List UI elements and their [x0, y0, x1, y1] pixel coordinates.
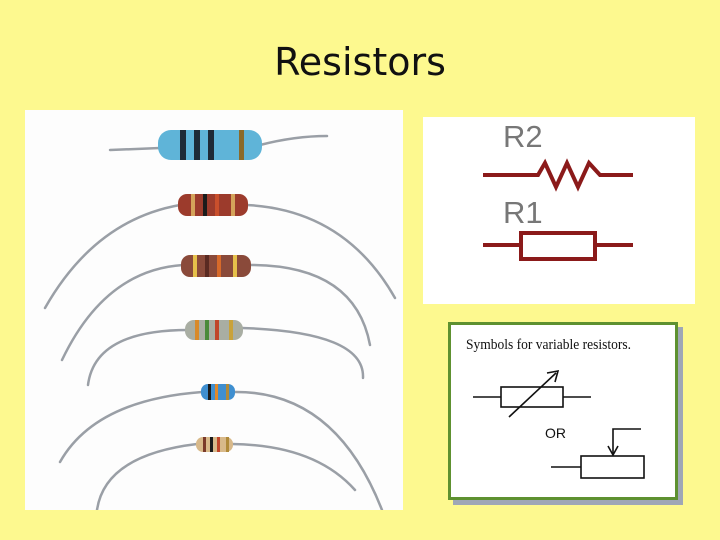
- lead-wire: [231, 390, 384, 510]
- lead-wire: [58, 390, 204, 464]
- potentiometer-box: [580, 455, 645, 479]
- bands-brown-2: [193, 255, 237, 277]
- variable-resistor-box: [500, 386, 564, 408]
- lead-wire: [95, 442, 199, 510]
- variable-resistors-heading: Symbols for variable resistors.: [466, 337, 631, 353]
- lead-wire: [258, 134, 329, 147]
- bands-blue-small: [208, 384, 229, 400]
- r2-label: R2: [503, 119, 543, 154]
- resistor-symbols-drawing: [483, 158, 633, 261]
- lead-wire: [248, 263, 372, 347]
- bands-tan: [203, 437, 229, 452]
- r1-label: R1: [503, 195, 543, 230]
- variable-resistors-panel: Symbols for variable resistors. OR: [448, 322, 678, 500]
- slide-title: Resistors: [274, 40, 446, 84]
- resistors-photo-drawing: [43, 130, 397, 510]
- resistor-body-brown-2: [181, 255, 251, 277]
- resistors-photo: [25, 110, 403, 510]
- bands-brown-1: [191, 194, 235, 216]
- variable-resistors-drawing: [473, 369, 645, 479]
- variable-resistor-arrow: [508, 372, 557, 418]
- resistor-symbols-panel: R2 R1: [423, 117, 695, 304]
- lead-wire: [86, 328, 190, 387]
- zigzag-resistor-symbol: [483, 158, 633, 192]
- potentiometer-wiper: [612, 428, 641, 454]
- box-resistor-symbol: [519, 231, 597, 261]
- bands-grey: [195, 320, 233, 340]
- lead-wire: [108, 146, 162, 152]
- resistor-body-brown-1: [178, 194, 248, 216]
- lead-wire: [230, 442, 357, 492]
- lead-wire: [43, 203, 182, 310]
- arrow-head-icon: [546, 369, 560, 383]
- bands-blue-large: [180, 130, 244, 160]
- lead-wire: [245, 203, 397, 300]
- resistor-body-grey: [185, 320, 243, 340]
- wiper-arrow-icon: [607, 445, 619, 457]
- lead-wire: [240, 326, 365, 380]
- lead-wire: [60, 263, 185, 362]
- or-label: OR: [545, 425, 566, 441]
